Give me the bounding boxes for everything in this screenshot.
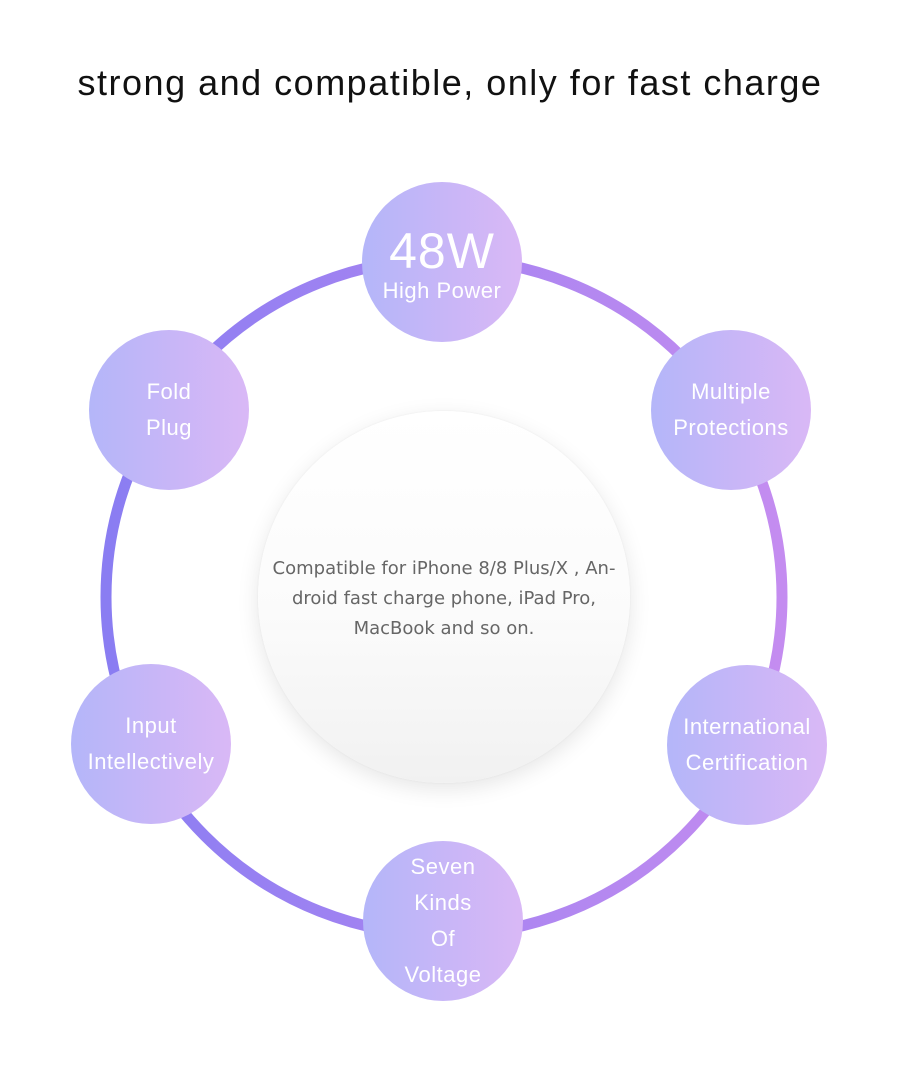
node-fold-plug: Fold Plug xyxy=(89,330,249,490)
fold-label: Fold Plug xyxy=(145,379,193,440)
voltage-label: Seven Kinds Of Voltage xyxy=(404,854,482,987)
center-disc: Compatible for iPhone 8/8 Plus/X , An- d… xyxy=(258,411,630,783)
certification-label: International Certification xyxy=(683,714,811,775)
node-seven-kinds-voltage: Seven Kinds Of Voltage xyxy=(363,841,523,1001)
node-international-certification: International Certification xyxy=(667,665,827,825)
compatibility-line: Compatible for iPhone 8/8 Plus/X , An- xyxy=(272,558,616,579)
compatibility-line: droid fast charge phone, iPad Pro, xyxy=(291,588,597,609)
power-value: 48W xyxy=(389,223,495,279)
node-input-intellectively: Input Intellectively xyxy=(71,664,231,824)
protections-label: Multiple Protections xyxy=(673,379,789,440)
node-multiple-protections: Multiple Protections xyxy=(651,330,811,490)
compatibility-text: Compatible for iPhone 8/8 Plus/X , An- d… xyxy=(259,554,629,644)
node-high-power: 48W High Power xyxy=(362,182,522,342)
page-title: strong and compatible, only for fast cha… xyxy=(77,62,823,103)
power-label: High Power xyxy=(382,278,502,303)
compatibility-line: MacBook and so on. xyxy=(353,618,535,639)
input-label: Input Intellectively xyxy=(87,713,215,774)
